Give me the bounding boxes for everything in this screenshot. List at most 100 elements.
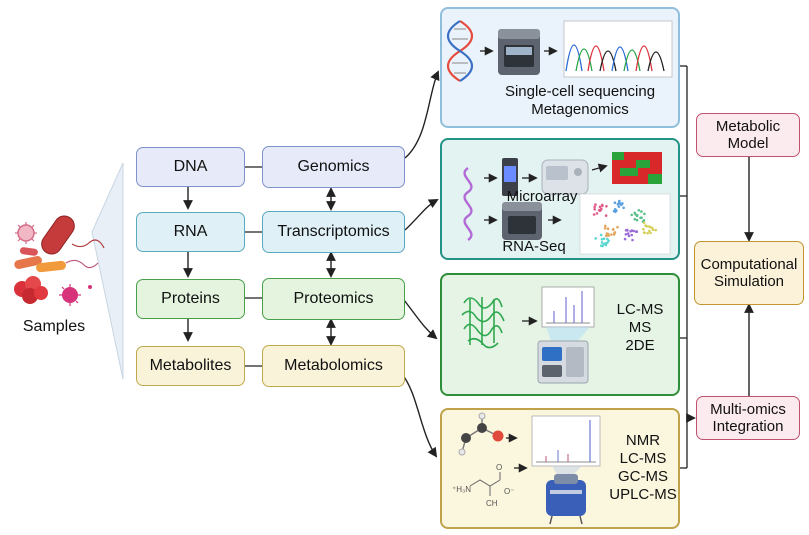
structure-formula-icon: ⁺H₃N CH O O⁻: [452, 463, 514, 508]
scatter-dot: [646, 231, 649, 235]
dna-helix-icon: [446, 20, 474, 82]
genomics-box[interactable]: Genomics: [262, 146, 405, 188]
rna-strand-icon: [463, 167, 473, 241]
scatter-dot: [631, 238, 634, 242]
proteomics-box[interactable]: Proteomics: [262, 278, 405, 320]
scatter-dot: [595, 212, 599, 215]
virus-icon: [15, 222, 37, 244]
protein-structure-icon: [461, 297, 505, 349]
multiomics-integration-box[interactable]: Multi-omics Integration: [696, 396, 800, 440]
scatter-dot: [599, 233, 603, 237]
cell-cluster-icon: [14, 276, 48, 304]
microarray-label: Microarray: [506, 188, 578, 205]
scatter-dot: [613, 201, 617, 204]
integration-line-2: Integration: [712, 418, 784, 435]
proteomics-methods: LC-MS MS 2DE: [608, 301, 672, 355]
scatter-dot: [627, 234, 631, 238]
rnaseq-label: RNA-Seq: [502, 238, 566, 255]
scatter-dot: [612, 209, 616, 213]
metabolomics-box[interactable]: Metabolomics: [262, 345, 405, 387]
dna-box[interactable]: DNA: [136, 147, 245, 187]
chromatogram-icon: [563, 20, 673, 78]
metabolomics-panel-art: ⁺H₃N CH O O⁻: [452, 412, 601, 525]
scatter-dot: [598, 205, 602, 209]
scatter-dot: [624, 233, 628, 236]
scatter-dot: [633, 217, 637, 221]
scatter-dot: [594, 203, 597, 206]
scatter-dot: [610, 233, 613, 236]
metabolomics-methods: NMR LC-MS GC-MS UPLC-MS: [608, 432, 678, 504]
scatter-dot: [593, 208, 596, 211]
computational-simulation-box[interactable]: Computational Simulation: [694, 241, 804, 305]
transcriptomics-panel-art: [463, 152, 671, 255]
bacterium-icon: [41, 215, 105, 255]
scatter-dot: [605, 205, 608, 208]
scatter-dot: [630, 233, 633, 237]
nmr-spectrum-icon: [531, 415, 601, 467]
scatter-dot: [635, 218, 639, 222]
scatter-dot: [644, 224, 647, 227]
scatter-dot: [642, 227, 645, 231]
scatter-dot: [623, 237, 627, 241]
scatter-dot: [607, 239, 610, 242]
rnaseq-sequencer-icon: [502, 202, 542, 240]
scatter-dot: [606, 232, 610, 236]
proteomics-method-3: 2DE: [625, 337, 655, 354]
genomics-method-2: Metagenomics: [531, 100, 629, 118]
scatter-dot: [615, 209, 618, 212]
metabolomics-method-2: LC-MS: [619, 450, 667, 467]
proteins-box[interactable]: Proteins: [136, 279, 245, 319]
molecule-icon: [458, 412, 504, 456]
scatter-dot: [643, 231, 646, 235]
scatter-dot: [642, 219, 646, 222]
svg-text:⁺H₃N: ⁺H₃N: [452, 485, 471, 494]
microarray-chip-icon: [502, 158, 518, 196]
heatmap-icon: [612, 152, 662, 184]
scatter-dot: [618, 199, 621, 203]
scatter-dot: [648, 229, 651, 233]
scanner-icon: [541, 159, 589, 195]
metabolic-model-line-2: Model: [727, 135, 769, 152]
metabolic-model-box[interactable]: Metabolic Model: [696, 113, 800, 157]
simulation-line-2: Simulation: [713, 273, 785, 290]
scatter-dot: [613, 231, 617, 234]
scatter-dot: [620, 203, 623, 207]
transcriptomics-box[interactable]: Transcriptomics: [262, 211, 405, 253]
scatter-dot: [626, 232, 630, 235]
simulation-line-1: Computational: [700, 255, 798, 273]
scatter-dot: [594, 237, 597, 240]
metabolites-box[interactable]: Metabolites: [136, 346, 245, 386]
scatter-dot: [612, 233, 616, 236]
scatter-dot: [617, 205, 621, 208]
ms-spectrum-icon: [541, 286, 595, 328]
scatter-dot: [634, 230, 638, 233]
arrow-metabolomics-panel: [401, 373, 438, 458]
rna-box[interactable]: RNA: [136, 212, 245, 252]
sequencer-icon: [498, 29, 540, 75]
integration-line-1: Multi-omics: [710, 400, 786, 418]
scatter-dot: [640, 210, 643, 213]
scatter-dot: [622, 206, 625, 210]
samples-illustration: [14, 215, 105, 306]
scatter-dot: [599, 208, 603, 212]
scatter-dot: [634, 213, 637, 216]
spiky-cell-icon: [59, 284, 92, 306]
genomics-method-1: Single-cell sequencing: [504, 83, 656, 100]
scatter-dot: [630, 213, 633, 217]
scatter-dot: [616, 225, 619, 229]
genomics-methods: Single-cell sequencing Metagenomics: [482, 83, 678, 118]
scatter-dot: [601, 204, 604, 208]
scatter-dot: [632, 229, 635, 233]
arrow-transcriptomics-panel: [404, 199, 439, 231]
scatter-dot: [605, 234, 608, 238]
rod-bacteria-icon: [14, 247, 99, 273]
scatter-dot: [642, 221, 646, 225]
scatter-dot: [654, 228, 657, 232]
scatter-dot: [606, 227, 610, 230]
nmr-instrument-icon: [546, 474, 586, 525]
transcriptomics-panel: Microarray RNA-Seq: [440, 138, 680, 260]
tsne-scatter-icon: [579, 193, 671, 255]
scatter-dot: [611, 228, 615, 231]
